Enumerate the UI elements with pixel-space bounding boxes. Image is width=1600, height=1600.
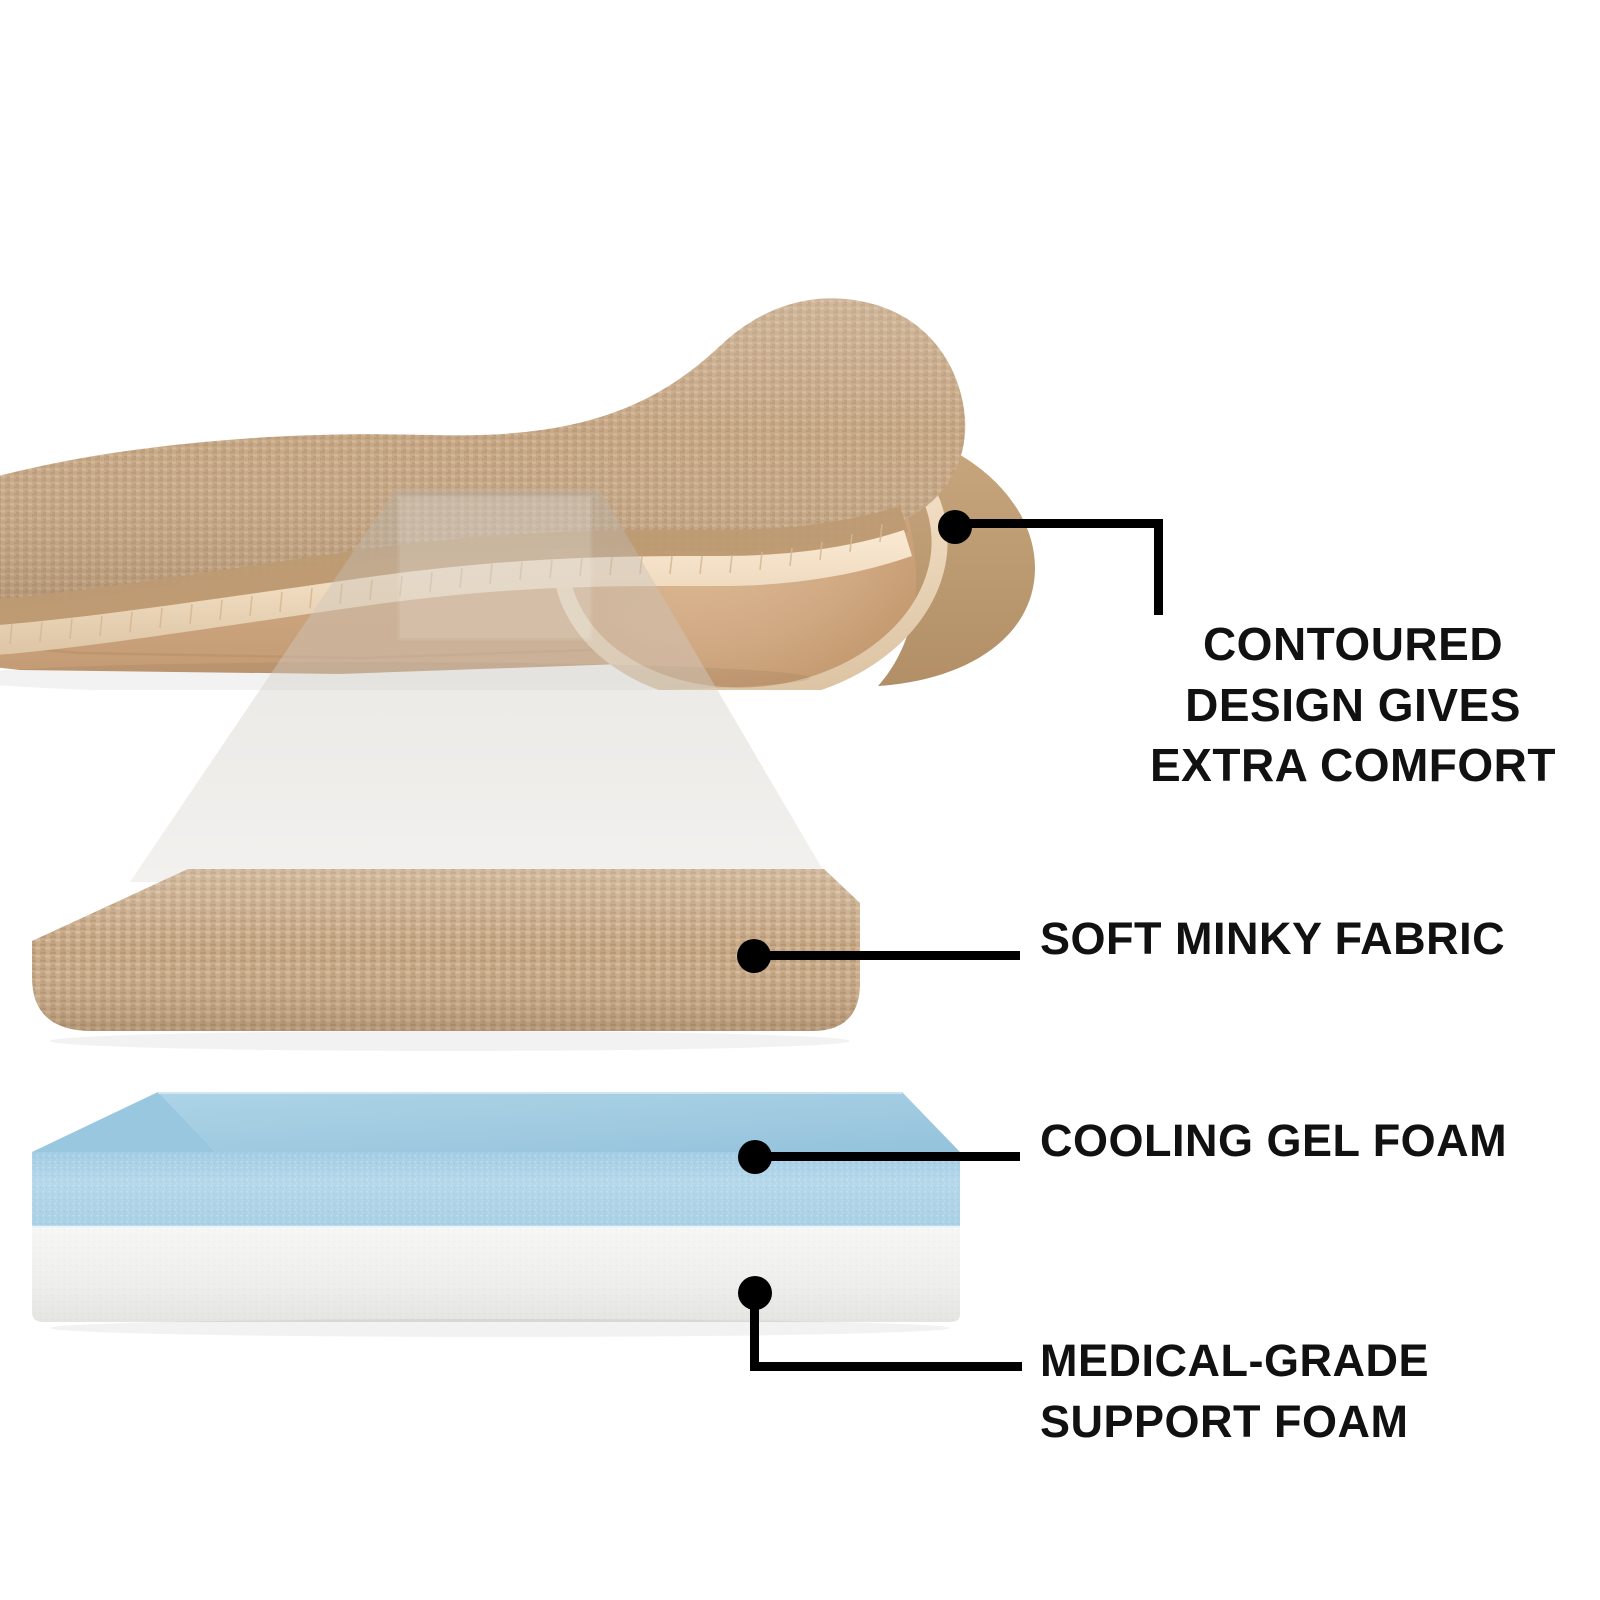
label-soft-minky-fabric: SOFT MINKY FABRIC: [1040, 913, 1506, 964]
leader-line-medical-vertical: [750, 1300, 759, 1370]
label-contoured-design: CONTOURED DESIGN GIVES EXTRA COMFORT: [1150, 618, 1556, 792]
leader-line-gel-horizontal: [763, 1152, 1020, 1161]
leader-line-contoured-vertical: [1154, 519, 1163, 615]
foam-block-illustration: [30, 1070, 990, 1340]
leader-line-medical-horizontal: [750, 1362, 1022, 1371]
contoured-bed-illustration: [0, 150, 1090, 690]
label-medical-grade-support-foam: MEDICAL-GRADE SUPPORT FOAM: [1040, 1335, 1429, 1448]
leader-line-contoured-horizontal: [963, 519, 1163, 528]
label-cooling-gel-foam: COOLING GEL FOAM: [1040, 1115, 1508, 1166]
leader-line-minky-horizontal: [762, 951, 1020, 960]
minky-fabric-layer: [30, 855, 910, 1055]
